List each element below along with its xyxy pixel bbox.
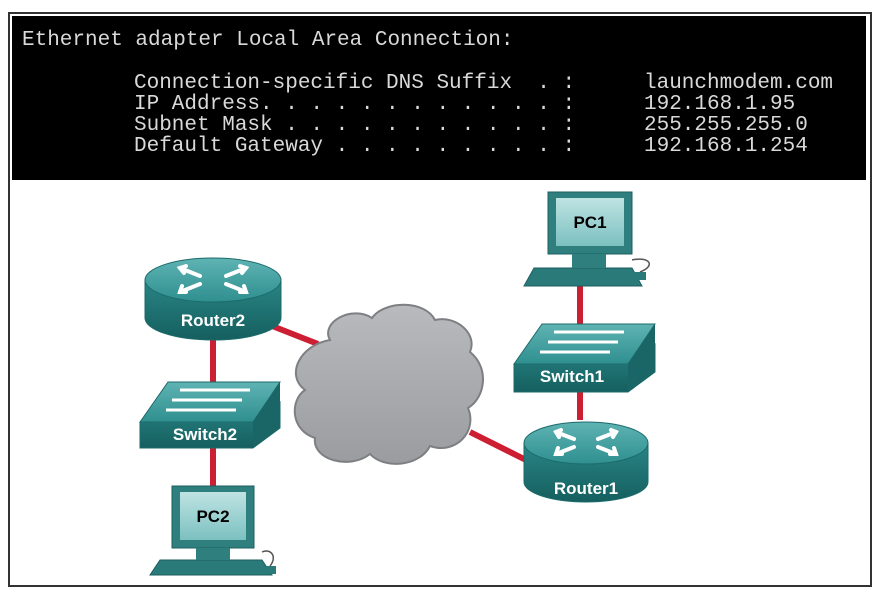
- console-row-gateway-label: Default Gateway . . . . . . . . . :: [134, 135, 576, 158]
- monitor-icon: [180, 492, 246, 540]
- router-icon: [523, 421, 649, 465]
- pc2: PC2: [149, 485, 276, 576]
- command-output-console: Ethernet adapter Local Area Connection: …: [12, 16, 866, 180]
- console-header: Ethernet adapter Local Area Connection:: [22, 29, 514, 52]
- router2-label: Router2: [181, 311, 245, 330]
- monitor-icon: [556, 198, 624, 246]
- console-row-dns-label: Connection-specific DNS Suffix . :: [134, 72, 576, 95]
- wan-cloud-icon: [293, 303, 484, 465]
- router2: Router2: [144, 257, 282, 341]
- router-icon: [144, 257, 282, 303]
- router-arrows-icon: [553, 428, 619, 456]
- switch1: Switch1: [513, 323, 656, 393]
- router1: Router1: [523, 421, 649, 503]
- router-arrows-icon: [176, 264, 250, 294]
- keyboard-icon: [149, 559, 273, 576]
- console-row-gateway-value: 192.168.1.254: [644, 135, 808, 158]
- pc1: PC1: [523, 191, 650, 287]
- console-row-mask-label: Subnet Mask . . . . . . . . . . . :: [134, 114, 576, 137]
- link-cloud-router1: [468, 429, 532, 465]
- pc2-label: PC2: [196, 507, 229, 526]
- switch-arrows-icon: [540, 330, 624, 354]
- router1-label: Router1: [554, 479, 618, 498]
- mouse-icon: [634, 272, 646, 280]
- console-row-ip-value: 192.168.1.95: [644, 93, 796, 116]
- console-row-dns-value: launchmodem.com: [644, 72, 834, 95]
- switch-arrows-icon: [166, 388, 250, 412]
- console-row-mask-value: 255.255.255.0: [644, 114, 808, 137]
- console-row-ip-label: IP Address. . . . . . . . . . . . :: [134, 93, 576, 116]
- switch2-label: Switch2: [173, 425, 237, 444]
- keyboard-icon: [523, 267, 643, 287]
- mouse-cable-icon: [631, 258, 650, 273]
- mouse-icon: [266, 566, 276, 574]
- pc1-label: PC1: [573, 213, 606, 232]
- switch1-label: Switch1: [540, 367, 604, 386]
- mouse-cable-icon: [261, 550, 274, 567]
- switch2: Switch2: [139, 381, 281, 449]
